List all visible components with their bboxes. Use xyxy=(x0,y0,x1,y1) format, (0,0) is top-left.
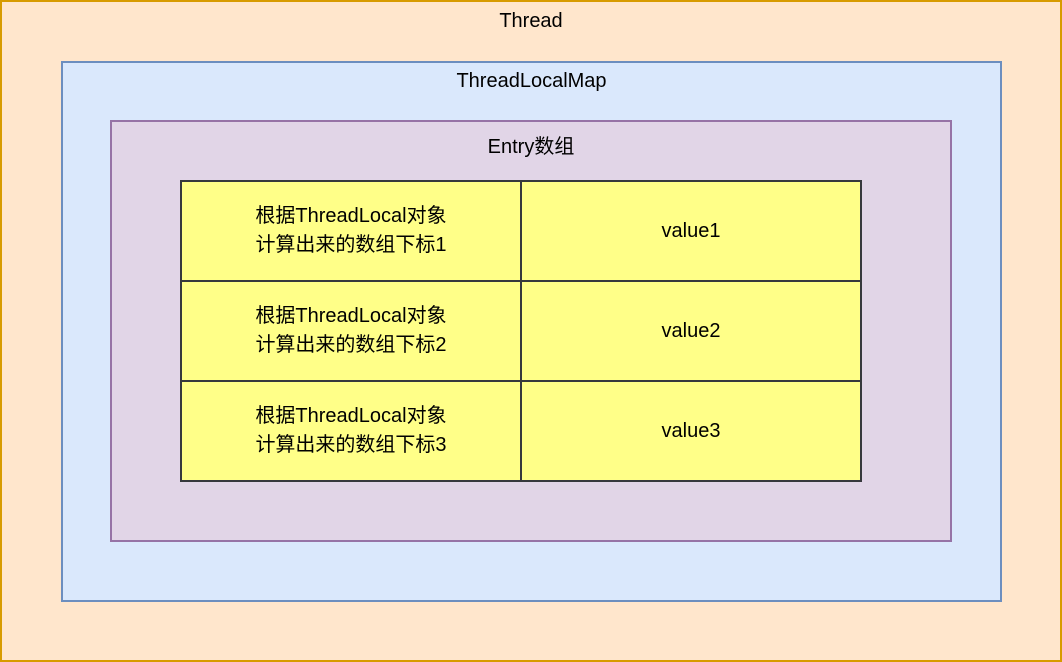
thread-label: Thread xyxy=(499,10,563,32)
entry-key-cell: 根据ThreadLocal对象计算出来的数组下标3 xyxy=(180,380,522,482)
entry-value-cell: value3 xyxy=(520,380,862,482)
entry-key-cell: 根据ThreadLocal对象计算出来的数组下标2 xyxy=(180,280,522,382)
entry-key-line1: 根据ThreadLocal对象 xyxy=(255,305,447,327)
entry-array-label: Entry数组 xyxy=(487,136,575,158)
entry-value: value2 xyxy=(661,319,721,342)
entry-value: value3 xyxy=(661,419,721,442)
entry-key-line2: 计算出来的数组下标2 xyxy=(255,334,447,356)
entry-value: value1 xyxy=(661,219,721,242)
entry-value-cell: value2 xyxy=(520,280,862,382)
entry-key-line1: 根据ThreadLocal对象 xyxy=(255,405,447,427)
thread-local-map-label: ThreadLocalMap xyxy=(456,70,607,92)
entry-value-cell: value1 xyxy=(520,180,862,282)
entry-key-line2: 计算出来的数组下标1 xyxy=(255,234,447,256)
entry-key-line1: 根据ThreadLocal对象 xyxy=(255,205,447,227)
entry-key-line2: 计算出来的数组下标3 xyxy=(255,434,447,456)
entry-key-cell: 根据ThreadLocal对象计算出来的数组下标1 xyxy=(180,180,522,282)
